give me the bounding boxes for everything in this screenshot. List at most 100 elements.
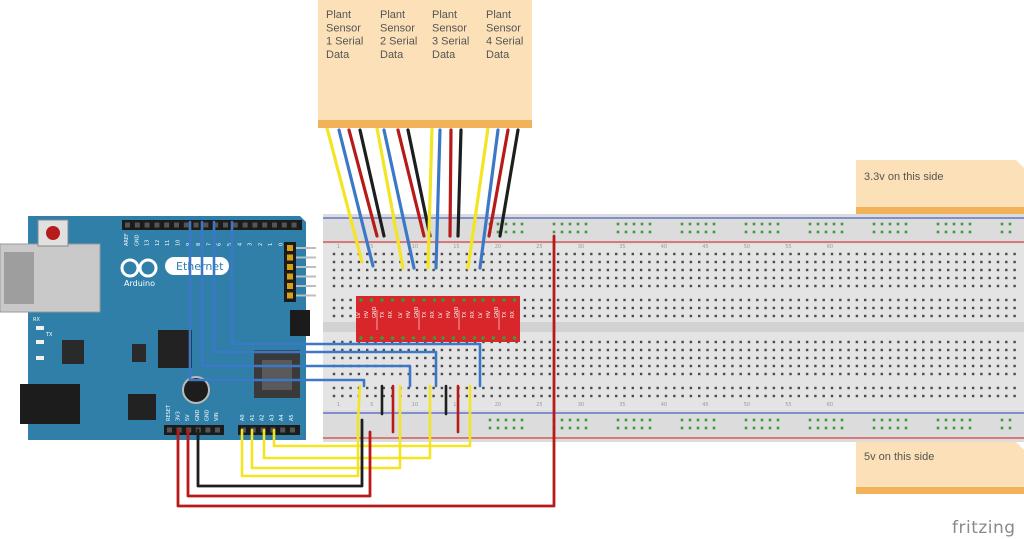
wire-sensor2-blue [382, 128, 416, 270]
shifter-pin-label: GND [372, 306, 378, 318]
wire-blue-d1 [188, 220, 366, 388]
digital-pin-label: 10 [176, 240, 182, 246]
power-pin-label: RESET [166, 404, 172, 421]
arduino-logo-text: Arduino [124, 279, 155, 288]
wire-sensor3-yellow [426, 126, 434, 270]
wire-yellow-a0 [240, 384, 362, 478]
digital-pin-label: 7 [206, 243, 212, 246]
wire-sensor1-yellow [325, 126, 364, 264]
wire-sensor2-yellow [375, 126, 405, 270]
wire-yellow-a2 [262, 384, 432, 460]
shifter-pin-label: LV [398, 312, 404, 318]
wire-sensor1-black [358, 128, 386, 238]
sensor-note-line: Sensor [326, 22, 361, 34]
fritzing-logo-text: fritzing [952, 518, 1016, 538]
shifter-pin-label: RX [470, 311, 476, 318]
wire-black-gnd [196, 418, 364, 488]
digital-pin-label: GND [134, 234, 140, 246]
column-number: 15 [453, 244, 459, 250]
wires [176, 126, 556, 508]
shifter-pin-label: RX [430, 311, 436, 318]
sensor-note-line: Plant [486, 9, 511, 21]
analog-pin-label: A5 [289, 414, 295, 421]
shifter-pin-label: TX [502, 311, 508, 319]
wire-sensor2-red [396, 128, 426, 238]
shifter-pin-label: TX [422, 311, 428, 319]
wire-blue-d4 [230, 220, 482, 388]
arduino-logo-icon [120, 258, 158, 278]
digital-pin-label: 4 [237, 243, 243, 246]
column-number: 25 [536, 402, 542, 408]
analog-header [238, 425, 300, 435]
column-number: 1 [337, 402, 340, 408]
digital-header [122, 220, 302, 230]
rx-label: RX [33, 317, 40, 323]
sensor-note-line: Sensor [432, 22, 467, 34]
wire-sensor4-yellow [466, 126, 490, 270]
note-5v-side: 5v on this side [856, 442, 1024, 494]
shifter-pin-label: TX [380, 311, 386, 319]
shifter-pin-label: HV [406, 310, 412, 318]
wire-yellow-a1 [250, 384, 402, 470]
wire-red-3v3 [176, 234, 556, 508]
column-number: 20 [495, 244, 501, 250]
power-pin-label: VIN [214, 412, 220, 421]
shifter-pin-label: RX [388, 311, 394, 318]
sensor-note-line: 2 Serial [380, 36, 417, 48]
wire-sensor4-red [487, 128, 510, 238]
note-3v3-side: 3.3v on this side [856, 160, 1024, 214]
analog-pin-label: A2 [260, 414, 266, 421]
digital-pin-label: 12 [155, 240, 161, 246]
shifter-pin-label: LV [478, 312, 484, 318]
digital-pin-label: AREF [124, 233, 130, 246]
power-pin-label: 3V3 [176, 411, 182, 421]
wire-sensor1-blue [337, 128, 375, 268]
shifter-pin-label: GND [414, 306, 420, 318]
shifter-pin-label: TX [462, 311, 468, 319]
sensor-note-line: 4 Serial [486, 36, 523, 48]
digital-pin-label: 0 [279, 243, 285, 246]
shifter-pin-label: LV [438, 312, 444, 318]
power-pin-label: GND [204, 409, 210, 421]
power-pin-label: GND [195, 409, 201, 421]
sensor-note-line: Data [326, 49, 350, 61]
digital-pin-label: 6 [217, 243, 223, 246]
analog-pin-label: A3 [269, 414, 275, 421]
reset-button-icon [46, 226, 60, 240]
wire-sensor4-blue [478, 128, 500, 270]
column-number: 30 [578, 402, 584, 408]
column-number: 35 [619, 402, 625, 408]
breadboard-column-numbers: 1155101015152020252530303535404045455050… [337, 244, 833, 408]
power-jack [20, 384, 80, 424]
wire-sensor4-black [498, 128, 520, 238]
shifter-pin-label: GND [494, 306, 500, 318]
wire-blue-d3 [212, 220, 438, 388]
icsp-header [284, 242, 316, 336]
column-number: 60 [827, 244, 833, 250]
column-number: 45 [702, 244, 708, 250]
sensor-note-line: Data [486, 49, 510, 61]
analog-pin-label: A1 [250, 414, 256, 421]
sensor-note-line: Plant [326, 9, 351, 21]
digital-pin-label: 13 [145, 240, 151, 246]
column-number: 10 [412, 244, 418, 250]
sensor-note-line: Data [380, 49, 404, 61]
column-number: 20 [495, 402, 501, 408]
column-number: 50 [744, 402, 750, 408]
sensor-note-line: Sensor [380, 22, 415, 34]
wire-red-5v [186, 428, 372, 498]
digital-pin-label: 5 [227, 243, 233, 246]
wire-sensor3-blue [434, 128, 442, 270]
ethernet-chip [158, 330, 192, 368]
digital-pin-label: 11 [165, 240, 171, 246]
shifter-pin-label: LV [356, 312, 362, 318]
column-number: 5 [370, 402, 373, 408]
column-number: 55 [785, 244, 791, 250]
